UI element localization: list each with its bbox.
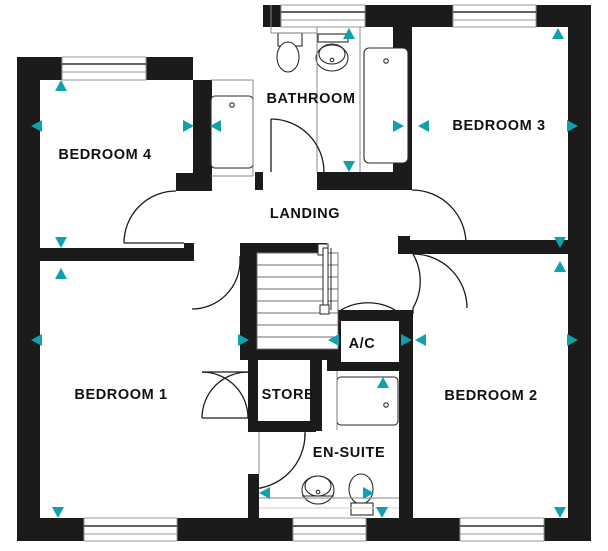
room-label-bedroom2: BEDROOM 2 (444, 388, 537, 404)
window-top-right (452, 4, 537, 28)
dimension-arrow-right-icon (567, 120, 578, 132)
window-top-left (61, 56, 147, 81)
dimension-arrow-left-icon (418, 120, 429, 132)
room-label-bedroom4: BEDROOM 4 (58, 147, 151, 163)
window-bottom-left (83, 517, 178, 542)
fixture-group (210, 5, 409, 516)
door-group (123, 118, 468, 490)
dimension-arrow-right-icon (567, 334, 578, 346)
room-label-landing: LANDING (270, 206, 340, 222)
dimension-arrow-down-icon (343, 161, 355, 172)
staircase-icon (256, 243, 339, 350)
door-store (201, 371, 249, 419)
dimension-arrow-left-icon (31, 120, 42, 132)
door-ac-cupboard (340, 302, 396, 311)
dimension-arrow-right-icon (183, 120, 194, 132)
dimension-arrow-group (31, 28, 578, 518)
dimension-arrow-up-icon (55, 268, 67, 279)
window-group (61, 4, 545, 542)
window-bottom-right (459, 517, 545, 542)
dimension-arrow-up-icon (554, 261, 566, 272)
dimension-arrow-down-icon (554, 237, 566, 248)
dimension-arrow-up-icon (343, 28, 355, 39)
dimension-arrow-left-icon (31, 334, 42, 346)
room-label-bedroom1: BEDROOM 1 (74, 387, 167, 403)
dimension-arrow-left-icon (259, 487, 270, 499)
door-bedroom4 (123, 190, 184, 244)
door-bedroom1 (191, 256, 241, 310)
dimension-arrow-right-icon (363, 487, 374, 499)
wash-basin-icon (301, 475, 335, 505)
dimension-arrow-down-icon (554, 507, 566, 518)
toilet-icon (276, 32, 303, 73)
dimension-arrow-down-icon (376, 507, 388, 518)
room-label-group: BEDROOM 4 BATHROOM BEDROOM 3 LANDING A/C… (58, 91, 545, 461)
room-label-ensuite: EN-SUITE (313, 445, 385, 461)
dimension-arrow-right-icon (393, 120, 404, 132)
window-top-middle (280, 4, 366, 28)
dimension-arrow-left-icon (415, 334, 426, 346)
door-bathroom (270, 118, 325, 173)
shower-tray-icon (210, 95, 254, 169)
wash-basin-icon (315, 33, 349, 72)
window-bottom-middle (292, 517, 367, 542)
dimension-arrow-right-icon (238, 334, 249, 346)
dimension-arrow-down-icon (55, 237, 67, 248)
door-bedroom2 (412, 253, 468, 314)
door-bedroom3 (411, 189, 467, 245)
bath-tub-icon (363, 47, 409, 164)
dimension-arrow-up-icon (377, 377, 389, 388)
dimension-arrow-right-icon (401, 334, 412, 346)
room-label-bathroom: BATHROOM (266, 91, 355, 107)
room-label-store: STORE (262, 387, 315, 403)
dimension-arrow-left-icon (210, 120, 221, 132)
door-ensuite (249, 432, 306, 490)
room-label-bedroom3: BEDROOM 3 (452, 118, 545, 134)
dimension-arrow-up-icon (552, 28, 564, 39)
dimension-arrow-up-icon (55, 80, 67, 91)
dimension-arrow-left-icon (328, 334, 339, 346)
shower-tray-icon (336, 376, 399, 426)
room-label-ac: A/C (349, 336, 376, 352)
dimension-arrow-down-icon (52, 507, 64, 518)
